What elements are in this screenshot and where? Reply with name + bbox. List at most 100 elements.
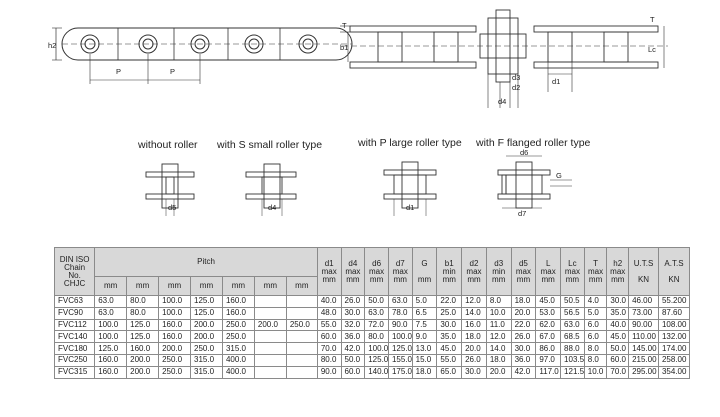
chain-top-view: T T b1 Lc d3 d2 d4 d1: [340, 9, 668, 108]
pitch-cell: 160.0: [94, 365, 128, 379]
value-cell: 45.0: [535, 295, 562, 308]
value-cell: 55.200: [657, 295, 691, 308]
value-cell: 62.0: [535, 318, 562, 332]
value-cell: 63.0: [560, 318, 585, 332]
value-cell: 117.0: [535, 365, 562, 379]
pitch-cell: 80.0: [126, 306, 160, 320]
value-cell: 100.0: [387, 330, 413, 344]
pitch-cell: 125.0: [190, 295, 223, 308]
d3-label: d3: [512, 73, 520, 82]
value-cell: 14.0: [461, 306, 487, 320]
caption-flanged-roller: with F flanged roller type: [476, 137, 591, 149]
pitch-cell: 63.0: [94, 295, 128, 308]
value-cell: 13.0: [411, 342, 438, 355]
d5-label: d5: [168, 203, 176, 212]
value-cell: 72.0: [364, 318, 389, 332]
value-cell: 36.0: [340, 330, 366, 344]
value-cell: 140.0: [364, 365, 389, 379]
value-cell: 55.0: [316, 318, 342, 332]
value-cell: 42.0: [510, 365, 537, 379]
value-cell: 78.0: [387, 306, 413, 320]
chain-model-cell: FVC140: [53, 330, 96, 344]
sketch-flanged-roller: d6 d7 G: [497, 148, 572, 218]
g-label: G: [556, 171, 562, 180]
value-cell: 22.0: [510, 318, 537, 332]
value-cell: 87.60: [657, 306, 691, 320]
value-cell: 53.0: [535, 306, 562, 320]
pitch-unit: mm: [190, 276, 223, 296]
value-cell: 10.0: [485, 306, 512, 320]
pitch-cell: [285, 365, 318, 379]
value-cell: 67.0: [535, 330, 562, 344]
value-cell: 125.0: [364, 353, 389, 367]
value-cell: 50.0: [340, 353, 366, 367]
value-cell: 6.5: [411, 306, 438, 320]
pitch-cell: 250.0: [158, 365, 191, 379]
value-cell: 97.0: [535, 353, 562, 367]
value-cell: 80.0: [316, 353, 342, 367]
value-cell: 8.0: [583, 342, 608, 355]
value-cell: 15.0: [411, 353, 438, 367]
value-cell: 16.0: [461, 318, 487, 332]
pitch-unit: mm: [94, 276, 128, 296]
pitch-cell: 100.0: [94, 330, 128, 344]
value-cell: 50.0: [606, 342, 630, 355]
pitch-cell: 160.0: [126, 342, 160, 355]
value-cell: 155.0: [387, 353, 413, 367]
value-cell: 90.00: [628, 318, 659, 332]
value-cell: 36.0: [510, 353, 537, 367]
value-cell: 8.0: [485, 295, 512, 308]
chain-model-cell: FVC315: [53, 365, 96, 379]
value-cell: 6.0: [583, 318, 608, 332]
value-cell: 26.0: [461, 353, 487, 367]
pitch-cell: 400.0: [221, 365, 255, 379]
sketch-small-roller: d4: [245, 163, 297, 216]
value-cell: 55.0: [436, 353, 463, 367]
pitch-cell: 315.0: [190, 365, 223, 379]
pitch-unit: mm: [253, 276, 287, 296]
pin-holes: [80, 34, 318, 54]
sketch-without-roller: d5: [145, 163, 195, 216]
value-cell: 35.0: [606, 306, 630, 320]
h2-label: h2: [48, 41, 56, 50]
value-cell: 11.0: [485, 318, 512, 332]
value-cell: 30.0: [436, 318, 463, 332]
d6-label: d6: [520, 148, 528, 157]
value-cell: 18.0: [411, 365, 438, 379]
value-cell: 132.00: [657, 330, 691, 344]
pitch-cell: 200.0: [158, 342, 191, 355]
caption-without-roller: without roller: [138, 139, 198, 151]
value-cell: 5.0: [583, 306, 608, 320]
pitch-cell: 250.0: [158, 353, 191, 367]
value-cell: 295.00: [628, 365, 659, 379]
value-cell: 45.0: [606, 330, 630, 344]
pitch-cell: 100.0: [94, 318, 128, 332]
pitch-cell: [253, 295, 287, 308]
d4-label: d4: [498, 97, 506, 106]
pitch-cell: 125.0: [94, 342, 128, 355]
value-cell: 42.0: [340, 342, 366, 355]
pitch-cell: 200.0: [126, 365, 160, 379]
pitch-cell: 250.0: [190, 342, 223, 355]
d4-small-label: d4: [268, 203, 276, 212]
pitch-cell: 200.0: [126, 353, 160, 367]
value-cell: 10.0: [583, 365, 608, 379]
d2-label: d2: [512, 83, 520, 92]
pitch-cell: [285, 353, 318, 367]
pitch-cell: [285, 306, 318, 320]
value-cell: 63.0: [387, 295, 413, 308]
pitch-cell: 80.0: [126, 295, 160, 308]
chain-model-cell: FVC112: [53, 318, 96, 332]
value-cell: 40.0: [606, 318, 630, 332]
t-right-label: T: [650, 15, 655, 24]
value-cell: 12.0: [461, 295, 487, 308]
value-cell: 18.0: [510, 295, 537, 308]
